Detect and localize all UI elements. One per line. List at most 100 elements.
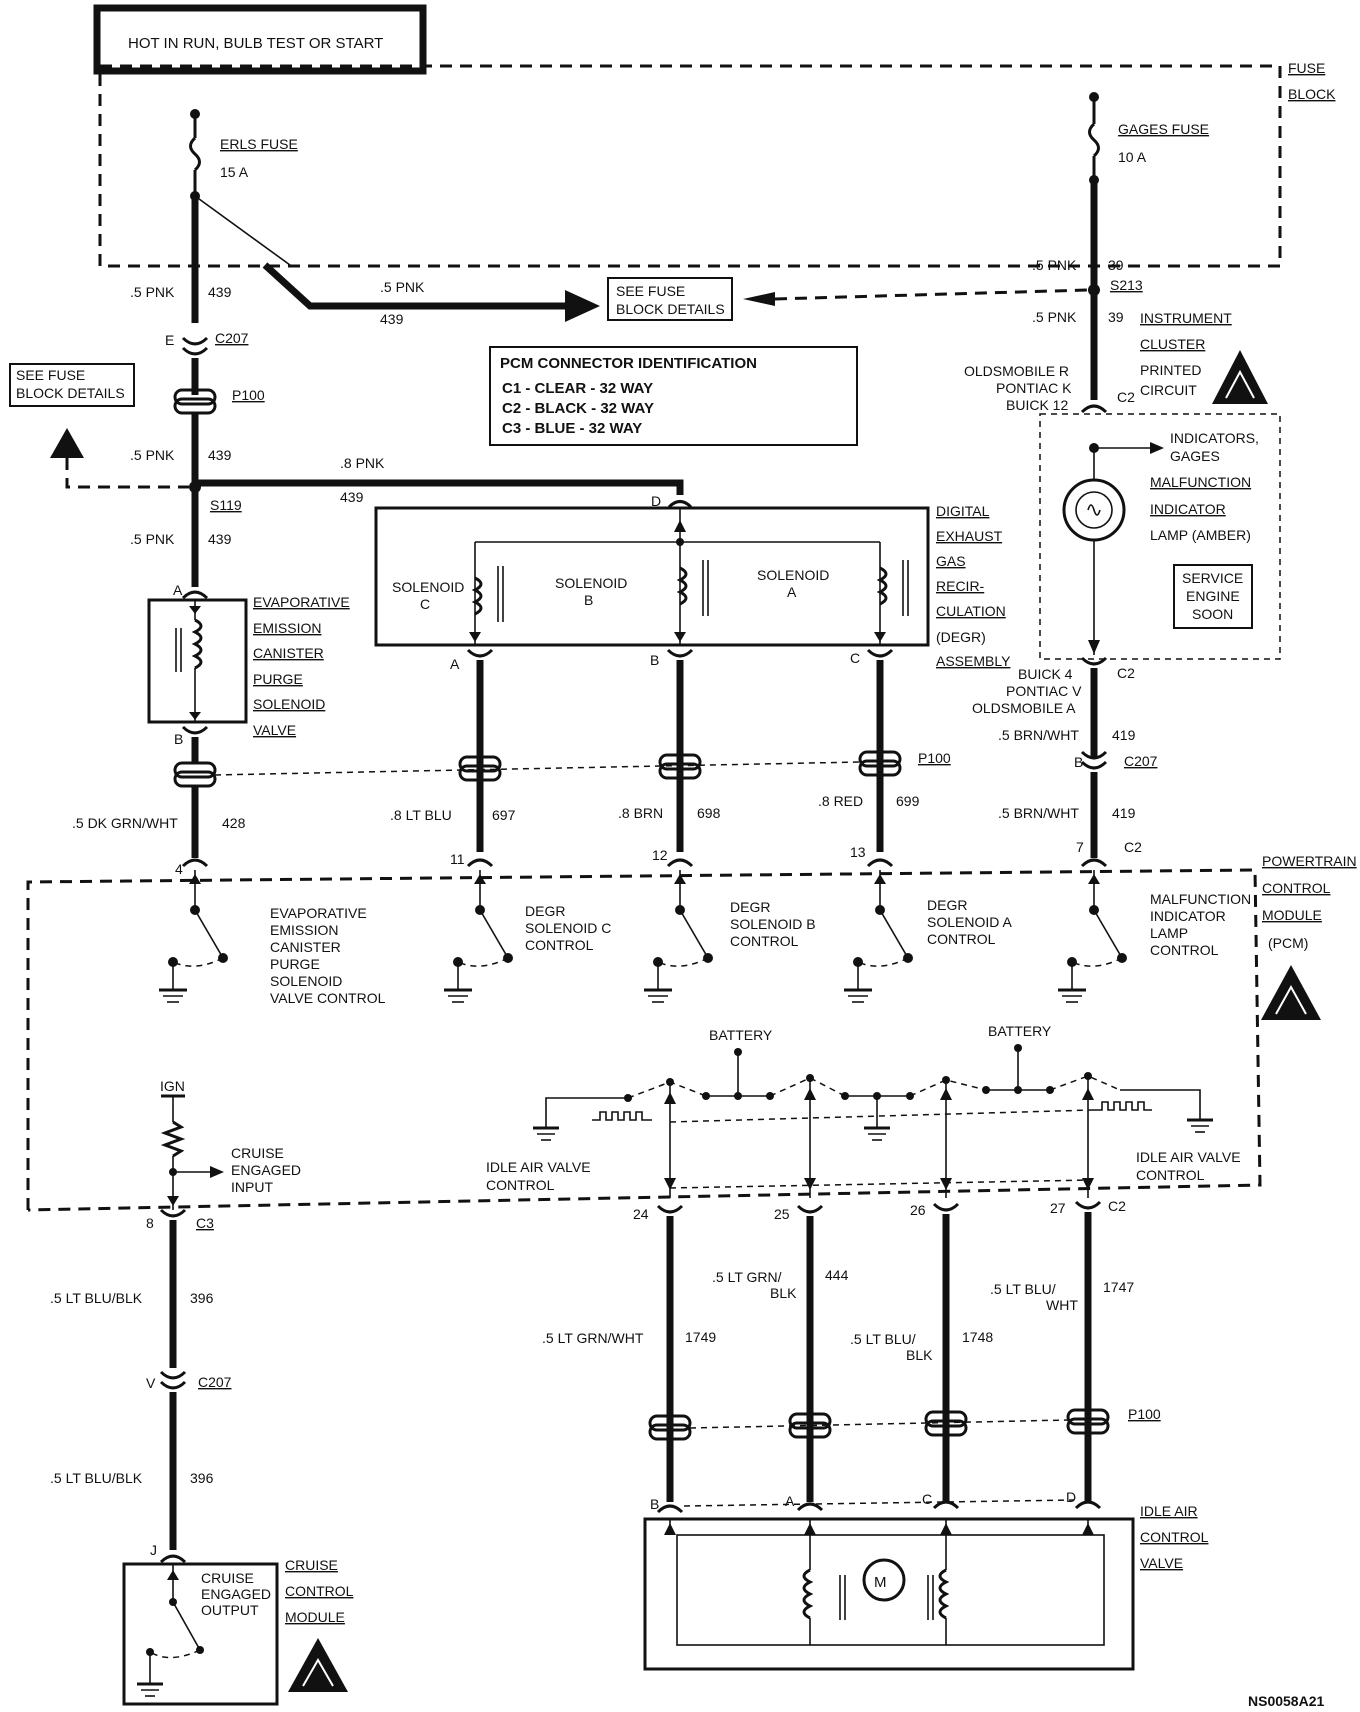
solenoid-a-coil-icon <box>874 560 909 642</box>
erls-fuse-rating: 15 A <box>220 164 249 180</box>
pin-b-iac: B <box>650 1496 659 1512</box>
c2-label-pcm-bottom: C2 <box>1108 1198 1126 1214</box>
svg-text:DIGITAL: DIGITAL <box>936 503 990 519</box>
solenoid-c-label-1: SOLENOID <box>392 579 464 595</box>
svg-text:DEGR: DEGR <box>730 899 770 915</box>
battery-label-left: BATTERY <box>709 1027 773 1043</box>
svg-text:CONTROL: CONTROL <box>285 1583 354 1599</box>
wire-label-pnk-evap: .5 PNK <box>130 531 175 547</box>
svg-text:ASSEMBLY: ASSEMBLY <box>936 653 1011 669</box>
wire-label-pnk-arrow: .5 PNK <box>380 279 425 295</box>
svg-text:INDICATOR: INDICATOR <box>1150 501 1226 517</box>
pcm-driver-label-degr-b: DEGR SOLENOID B CONTROL <box>730 899 816 949</box>
pin-v: V <box>146 1375 156 1391</box>
c2-label-pcm-top: C2 <box>1124 839 1142 855</box>
service-engine-soon-box: SERVICE ENGINE SOON <box>1173 564 1253 629</box>
svg-text:EXHAUST: EXHAUST <box>936 528 1003 544</box>
see-fuse-details-box-left[interactable]: SEE FUSE BLOCK DETAILS <box>9 363 135 407</box>
svg-text:POWERTRAIN: POWERTRAIN <box>1262 853 1357 869</box>
driver-switch-mil <box>1058 870 1127 1003</box>
pin-11: 11 <box>450 851 465 867</box>
svg-text:BUICK 12: BUICK 12 <box>1006 397 1068 413</box>
svg-text:VALVE CONTROL: VALVE CONTROL <box>270 990 386 1006</box>
svg-text:BLOCK DETAILS: BLOCK DETAILS <box>616 301 725 317</box>
pin-13: 13 <box>850 844 866 860</box>
svg-text:(DEGR): (DEGR) <box>936 629 986 645</box>
svg-text:ENGINE: ENGINE <box>1186 588 1240 604</box>
indicators-gages-2: GAGES <box>1170 448 1220 464</box>
esd-warning-icon <box>1212 350 1268 404</box>
cluster-bottom-pins: BUICK 4 PONTIAC V OLDSMOBILE A <box>972 666 1082 716</box>
wire-label-ltgrnwht: .5 LT GRN/WHT <box>542 1330 644 1346</box>
circuit-439-p100: 439 <box>208 447 232 463</box>
pin-b-c207-right: B <box>1074 754 1083 770</box>
svg-text:CANISTER: CANISTER <box>270 939 341 955</box>
svg-text:PRINTED: PRINTED <box>1140 362 1201 378</box>
p100-iac-25 <box>788 1412 832 1439</box>
circuit-39-cluster: 39 <box>1108 309 1124 325</box>
c207-label-right: C207 <box>1124 753 1158 769</box>
c207-label-cruise: C207 <box>198 1374 232 1390</box>
wire-label-ltblu: .8 LT BLU <box>390 807 452 823</box>
svg-text:SEE FUSE: SEE FUSE <box>16 367 85 383</box>
driver-switch-degr-c <box>444 870 513 1003</box>
svg-text:MALFUNCTION: MALFUNCTION <box>1150 474 1251 490</box>
circuit-439-degr: 439 <box>340 489 364 505</box>
svg-text:OUTPUT: OUTPUT <box>201 1602 259 1618</box>
pin-a-evap: A <box>173 582 183 598</box>
arrow-to-indicators <box>1150 442 1164 454</box>
wire-label-brn: .8 BRN <box>618 805 663 821</box>
pcm-driver-label-evap: EVAPORATIVE EMISSION CANISTER PURGE SOLE… <box>270 905 386 1006</box>
iac-valve-inner-box <box>676 1534 1105 1646</box>
svg-text:HOT IN RUN, BULB TEST OR START: HOT IN RUN, BULB TEST OR START <box>128 35 383 52</box>
pin-a-iac: A <box>785 1493 795 1509</box>
svg-text:PURGE: PURGE <box>253 671 303 687</box>
pin-d-degr: D <box>651 493 661 509</box>
pcm-id-title: PCM CONNECTOR IDENTIFICATION <box>500 355 757 372</box>
evap-label: EVAPORATIVE EMISSION CANISTER PURGE SOLE… <box>253 594 350 738</box>
solenoid-b-label-2: B <box>584 592 593 608</box>
svg-text:GAS: GAS <box>936 553 966 569</box>
circuit-419-bottom: 419 <box>1112 805 1136 821</box>
svg-text:IDLE AIR VALVE: IDLE AIR VALVE <box>1136 1149 1241 1165</box>
svg-text:CIRCUIT: CIRCUIT <box>1140 382 1197 398</box>
idle-air-driver-circuit <box>533 1044 1213 1198</box>
pin-4: 4 <box>175 861 183 877</box>
svg-text:SOON: SOON <box>1192 606 1233 622</box>
svg-text:SOLENOID B: SOLENOID B <box>730 916 816 932</box>
p100-degr-a <box>858 750 902 777</box>
circuit-699: 699 <box>896 793 920 809</box>
svg-text:CONTROL: CONTROL <box>1262 880 1331 896</box>
p100-label-degr: P100 <box>918 750 951 766</box>
degr-assembly-box <box>374 506 930 647</box>
fuse-block-outline <box>98 64 1282 268</box>
wire-label-ltgrnblk-2: BLK <box>770 1285 797 1301</box>
svg-text:MODULE: MODULE <box>1262 907 1322 923</box>
c207-label-e: C207 <box>215 330 249 346</box>
see-fuse-details-box-center[interactable]: SEE FUSE BLOCK DETAILS <box>607 277 733 321</box>
iac-valve-internals <box>664 1519 1094 1645</box>
indicators-gages-1: INDICATORS, <box>1170 430 1259 446</box>
iac-valve-label: IDLE AIR CONTROL VALVE <box>1140 1503 1209 1571</box>
svg-text:CONTROL: CONTROL <box>1140 1529 1209 1545</box>
arrow-up-to-details <box>50 428 84 458</box>
c2-label-cluster-bottom: C2 <box>1117 665 1135 681</box>
wire-label-pnk-cluster: .5 PNK <box>1032 309 1077 325</box>
gages-fuse: GAGES FUSE 10 A <box>1088 92 1209 185</box>
svg-text:LAMP (AMBER): LAMP (AMBER) <box>1150 527 1251 543</box>
gages-fuse-rating: 10 A <box>1118 149 1147 165</box>
svg-text:SERVICE: SERVICE <box>1182 570 1243 586</box>
circuit-1747: 1747 <box>1103 1279 1134 1295</box>
pcm-id-row-c1: C1 - CLEAR - 32 WAY <box>502 380 653 397</box>
svg-text:PONTIAC V: PONTIAC V <box>1006 683 1082 699</box>
c207-connector-e <box>181 336 209 346</box>
instrument-cluster-outline <box>1039 413 1281 660</box>
p100-iac-26 <box>924 1410 968 1437</box>
svg-text:ENGAGED: ENGAGED <box>231 1162 301 1178</box>
pcm-driver-label-degr-c: DEGR SOLENOID C CONTROL <box>525 903 611 953</box>
circuit-697: 697 <box>492 807 516 823</box>
pin-27: 27 <box>1050 1200 1066 1216</box>
fuse-block-label: FUSE BLOCK <box>1288 60 1336 102</box>
solenoid-a-label-2: A <box>787 584 797 600</box>
